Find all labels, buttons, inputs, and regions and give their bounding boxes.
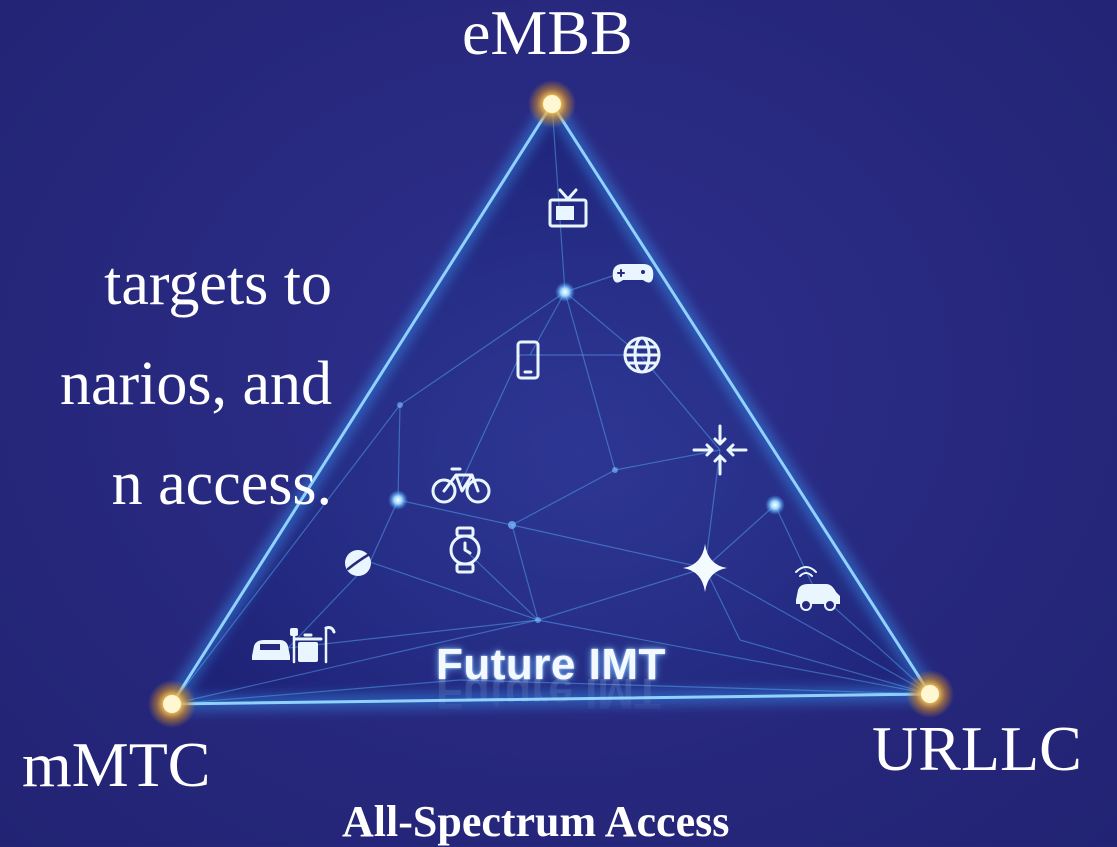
- parking-car-icon: [252, 628, 298, 664]
- trash-bin-icon: [293, 626, 336, 664]
- side-text-line-2: narios, and: [59, 350, 332, 418]
- arrows-converge-icon: [692, 424, 748, 476]
- triangle-edge: [169, 101, 933, 706]
- vertex-glows: [148, 80, 954, 728]
- globe-icon: [623, 336, 661, 374]
- bicycle-icon: [431, 467, 491, 504]
- sparkle-icon: [683, 544, 727, 592]
- smartwatch-icon: [449, 526, 481, 574]
- center-label: Future IMT: [436, 640, 666, 689]
- smartphone-icon: [516, 340, 540, 380]
- gamepad-icon: [612, 264, 654, 283]
- ball-icon: [345, 550, 371, 576]
- network-mesh: [171, 103, 931, 705]
- vertex-label-left: mMTC: [22, 729, 211, 800]
- center-label-reflection: Future IMT: [436, 669, 661, 718]
- connected-car-icon: [795, 566, 840, 611]
- side-text: targets to narios, and n access.: [0, 234, 332, 534]
- side-text-line-1: targets to: [104, 250, 332, 318]
- tv-icon: [548, 188, 588, 228]
- vertex-label-right: URLLC: [872, 713, 1082, 784]
- side-text-line-3: n access.: [111, 450, 332, 518]
- network-nodes: [388, 282, 785, 623]
- bottom-caption: All-Spectrum Access: [342, 797, 730, 846]
- vertex-label-top: eMBB: [462, 0, 633, 68]
